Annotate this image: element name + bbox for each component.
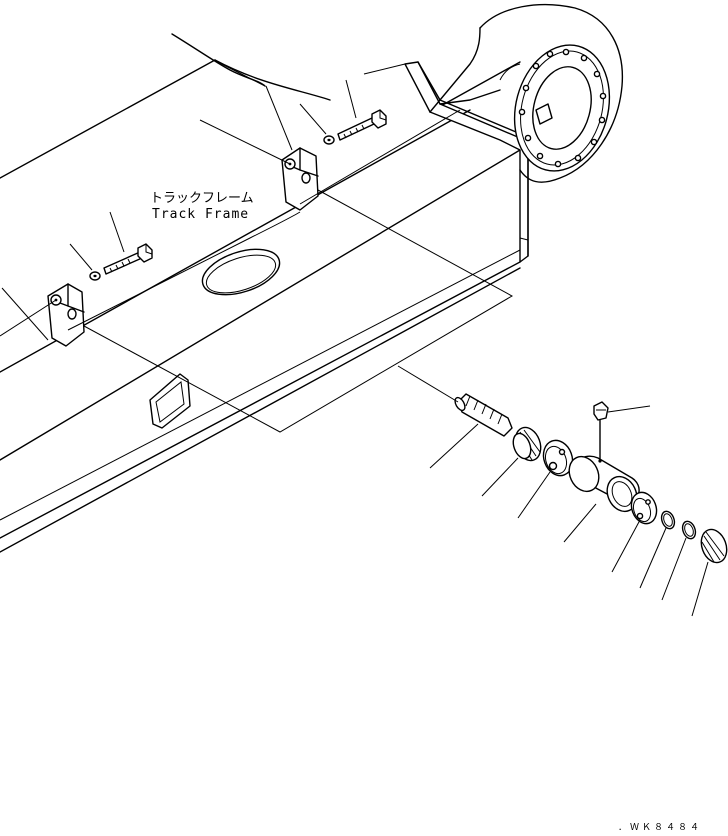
track-frame-label-en: Track Frame: [152, 207, 249, 222]
end-cap: [700, 528, 728, 564]
frame-square-hole: [149, 373, 191, 429]
pin-shaft: [454, 393, 513, 437]
snap-ring-2: [681, 520, 697, 540]
seal-cap: [512, 426, 542, 462]
front-bolt: [103, 243, 153, 275]
rear-clamp-block: [281, 147, 319, 211]
idler-yoke-bracket: [404, 61, 531, 263]
rear-washer: [323, 135, 335, 145]
front-washer: [89, 271, 101, 281]
track-frame-label-jp: トラックフレーム: [150, 191, 254, 206]
drawing-code: ．ＷＫ８４８４: [618, 823, 702, 833]
bearing-2: [630, 491, 658, 525]
bearing-1: [542, 439, 574, 477]
bushing-sleeve: [568, 455, 640, 513]
track-frame: [0, 33, 521, 553]
front-clamp-block: [47, 283, 85, 347]
snap-ring-1: [660, 510, 676, 530]
grease-fitting: [593, 401, 609, 461]
frame-oval-slot: [201, 248, 281, 296]
rear-bolt: [337, 109, 387, 141]
assembly-guide-lines: [0, 109, 514, 433]
idler-wheel: [429, 3, 624, 183]
idler-bolt-holes: [518, 48, 607, 168]
callout-leaders: [1, 63, 709, 617]
